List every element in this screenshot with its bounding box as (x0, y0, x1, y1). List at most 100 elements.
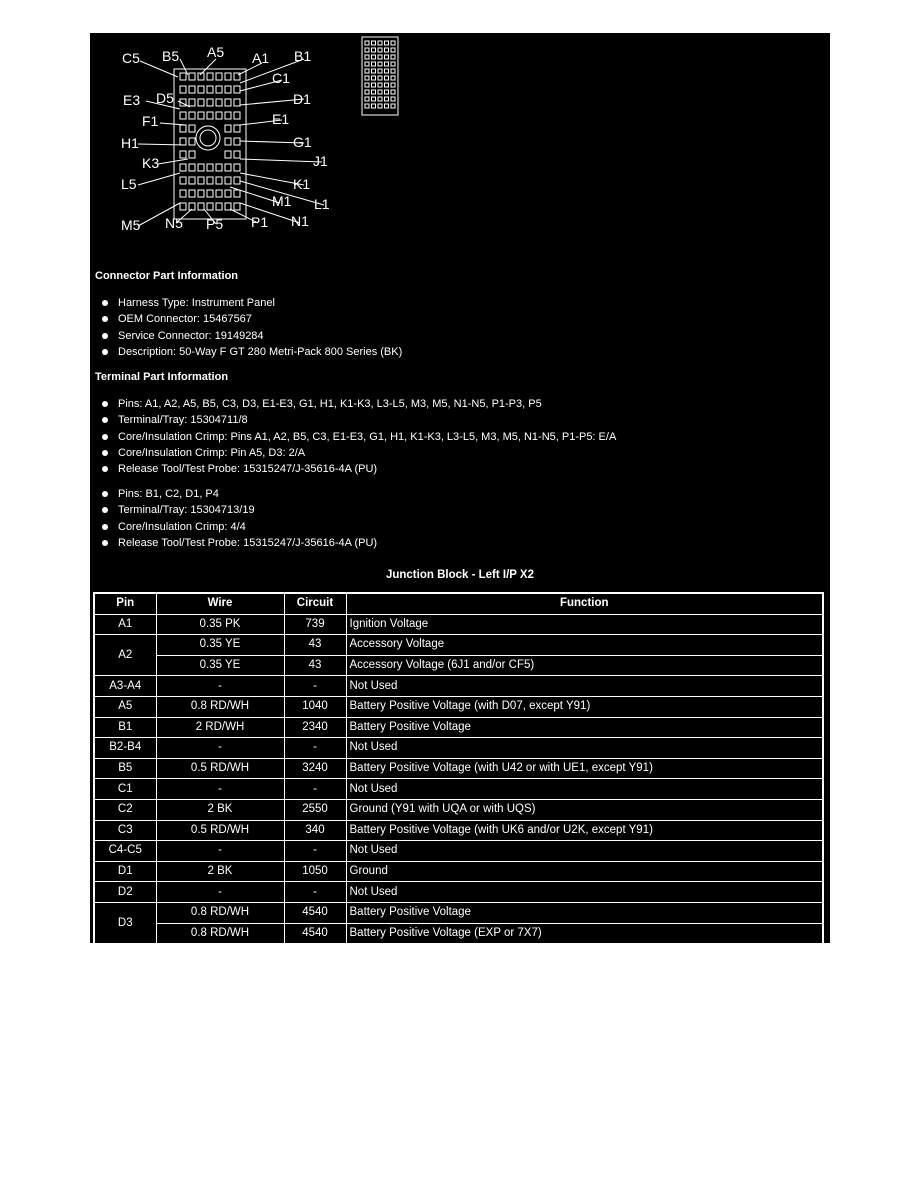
thumbnail-cavity (390, 89, 396, 95)
function-cell: Not Used (345, 675, 824, 697)
connector-cavity (224, 124, 232, 133)
connector-cavity (188, 111, 196, 120)
connector-cavity (188, 176, 196, 185)
list-item: Pins: A1, A2, A5, B5, C3, D3, E1-E3, G1,… (100, 396, 616, 412)
thumbnail-cavity (377, 89, 383, 95)
connector-cavity (179, 202, 187, 211)
header-pin: Pin (93, 592, 157, 615)
pin-label: D5 (156, 90, 174, 106)
thumbnail-cavity (371, 82, 376, 88)
thumbnail-cavity (390, 54, 396, 60)
function-cell: Not Used (345, 881, 824, 903)
function-cell: Battery Positive Voltage (with U42 or wi… (345, 757, 824, 780)
header-circuit: Circuit (283, 592, 347, 615)
table-row: B5 0.5 RD/WH 3240 Battery Positive Volta… (93, 757, 824, 780)
thumbnail-cavity (384, 40, 389, 46)
thumbnail-cavity (390, 103, 396, 109)
leader-line (239, 79, 283, 92)
connector-cavity (206, 163, 214, 172)
function-cell: Ground (Y91 with UQA or with UQS) (345, 798, 824, 821)
connector-cavity (188, 85, 196, 94)
thumbnail-cavity (384, 75, 389, 81)
leader-line (137, 202, 181, 227)
wire-cell: 0.8 RD/WH (155, 901, 285, 924)
connector-thumbnail (361, 36, 399, 116)
function-cell: Not Used (345, 840, 824, 862)
pin-label: G1 (293, 134, 312, 150)
thumbnail-outline (361, 36, 399, 116)
thumbnail-cavity (371, 96, 376, 102)
pin-label: H1 (121, 135, 139, 151)
list-item: Core/Insulation Crimp: Pins A1, A2, B5, … (100, 429, 616, 445)
connector-cavity (215, 72, 223, 81)
connector-cavity (224, 111, 232, 120)
pin-label: F1 (142, 113, 159, 129)
thumbnail-cavity (364, 40, 370, 46)
table-row: A2 0.35 YE 43 Accessory Voltage (93, 634, 824, 677)
connector-face-diagram: C5 B5 A5 A1 B1 C1 E3 D5 D1 F1 E1 H1 G1 K… (121, 36, 399, 233)
connector-cavity (197, 189, 205, 198)
thumbnail-cavity (390, 61, 396, 67)
connector-cavity (233, 72, 241, 81)
connector-cavity (206, 72, 214, 81)
wire-cell: 0.8 RD/WH (155, 922, 285, 945)
connector-cavity (197, 98, 205, 107)
table-row: D1 2 BK 1050 Ground (93, 860, 824, 883)
table-row: A3-A4 - - Not Used (93, 675, 824, 697)
terminal-part-heading: Terminal Part Information (95, 371, 229, 383)
wire-cell: 0.35 YE (155, 654, 285, 677)
pin-cell: B5 (93, 757, 157, 780)
table-row: 0.35 YE 43 Accessory Voltage (6J1 and/or… (94, 654, 824, 677)
connector-cavity (233, 111, 241, 120)
thumbnail-cavity (364, 68, 370, 74)
thumbnail-cavity (364, 89, 370, 95)
function-cell: Battery Positive Voltage (with UK6 and/o… (345, 819, 824, 842)
thumbnail-cavity (364, 47, 370, 53)
connector-part-heading: Connector Part Information (95, 270, 239, 282)
leader-line (137, 172, 181, 186)
connector-cavity (215, 85, 223, 94)
pin-label: A5 (207, 44, 224, 60)
table-row: B2-B4 - - Not Used (93, 737, 824, 759)
connector-center-bolt (195, 125, 221, 151)
connector-cavity (188, 202, 196, 211)
thumbnail-cavity (390, 96, 396, 102)
pin-label: N1 (291, 213, 309, 229)
connector-cavity (206, 111, 214, 120)
circuit-cell: - (283, 881, 347, 903)
function-cell: Not Used (345, 778, 824, 800)
function-cell: Battery Positive Voltage (EXP or 7X7) (345, 922, 824, 945)
pin-cell: C1 (93, 778, 157, 800)
thumbnail-cavity (377, 103, 383, 109)
connector-cavity (233, 150, 241, 159)
thumbnail-cavity (390, 75, 396, 81)
circuit-cell: 2340 (283, 716, 347, 739)
connector-cavity (188, 163, 196, 172)
circuit-cell: 1050 (283, 860, 347, 883)
leader-lines (137, 58, 325, 227)
pin-label: L5 (121, 176, 137, 192)
connector-cavity (206, 176, 214, 185)
thumbnail-cavity (364, 96, 370, 102)
thumbnail-cavity (371, 89, 376, 95)
pin-label: M5 (121, 217, 141, 233)
circuit-cell: - (283, 778, 347, 800)
pin-cell: C4-C5 (93, 840, 157, 862)
pin-label: E1 (272, 111, 289, 127)
leader-line (159, 122, 187, 126)
connector-cavity (233, 189, 241, 198)
pin-label: N5 (165, 215, 183, 231)
pin-label: E3 (123, 92, 140, 108)
list-item: Release Tool/Test Probe: 15315247/J-3561… (100, 535, 377, 551)
connector-cavity (188, 137, 196, 146)
pinout-table: Pin Wire Circuit Function A1 0.35 PK 739… (93, 592, 824, 946)
connector-grid (173, 68, 247, 220)
circuit-cell: - (283, 737, 347, 759)
thumbnail-cavity (384, 89, 389, 95)
thumbnail-cavity (390, 82, 396, 88)
leader-line (239, 202, 301, 224)
connector-cavity (179, 111, 187, 120)
pin-label: C1 (272, 70, 290, 86)
leader-line (203, 208, 217, 225)
wire-cell: 2 BK (155, 798, 285, 821)
